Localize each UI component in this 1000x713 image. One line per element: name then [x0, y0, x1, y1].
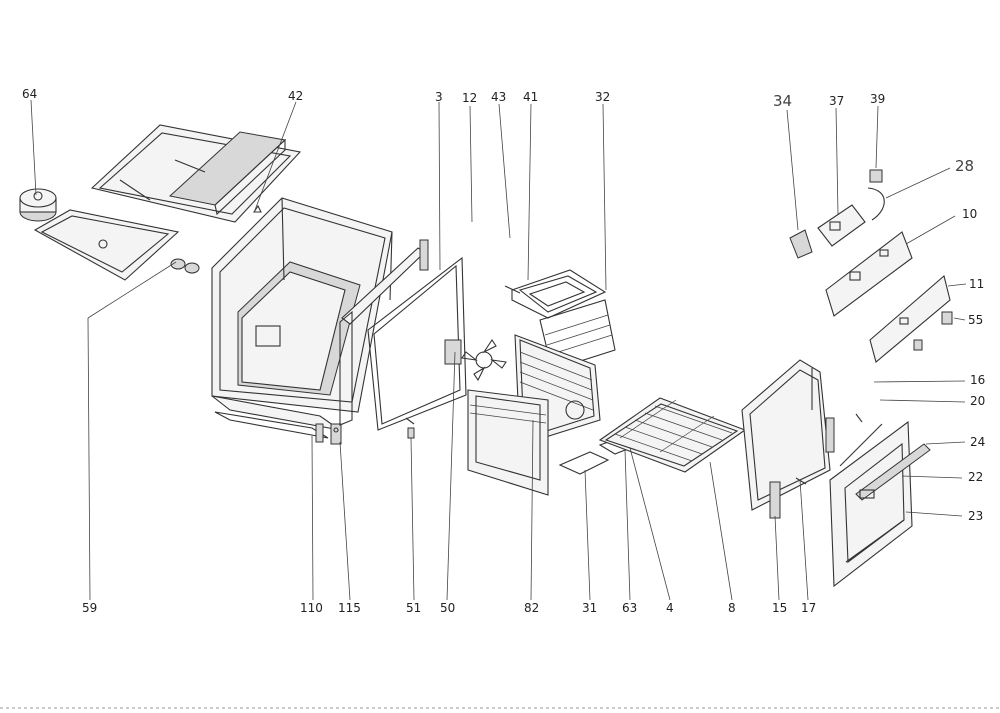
side-frame-3: [339, 239, 467, 431]
label-59: 59: [82, 601, 97, 615]
thermostat-39: [869, 169, 883, 183]
capillary-28: [867, 187, 885, 221]
convection-fan: [444, 339, 507, 382]
label-11: 11: [969, 277, 984, 291]
label-24: 24: [970, 435, 985, 449]
label-82: 82: [524, 601, 539, 615]
knob-base: [913, 339, 923, 351]
hob-tray-assembly: [90, 124, 302, 223]
label-110: 110: [300, 601, 323, 615]
label-15: 15: [772, 601, 787, 615]
label-50: 50: [440, 601, 455, 615]
label-4: 4: [666, 601, 674, 615]
heating-element: [504, 269, 607, 319]
switch-34: [789, 229, 813, 259]
door-hinge-15: [769, 481, 781, 519]
door-handle-24: [855, 443, 931, 501]
label-39: 39: [870, 92, 885, 106]
label-17: 17: [801, 601, 816, 615]
label-51: 51: [406, 601, 421, 615]
label-115: 115: [338, 601, 361, 615]
label-43: 43: [491, 90, 506, 104]
label-23: 23: [968, 509, 983, 523]
label-16: 16: [970, 373, 985, 387]
knob-55: [941, 311, 953, 325]
inner-door-glass: [741, 359, 831, 511]
label-31: 31: [582, 601, 597, 615]
label-37: 37: [829, 94, 844, 108]
label-55: 55: [968, 313, 983, 327]
tray-gasket-31: [558, 451, 610, 475]
label-42: 42: [288, 89, 303, 103]
label-41: 41: [523, 90, 538, 104]
fascia-11: [869, 274, 951, 363]
hinge-110: [315, 423, 324, 443]
control-board-37: [817, 204, 866, 247]
label-10: 10: [962, 207, 977, 221]
wire-rack: [598, 397, 747, 473]
gas-burner-cap: [19, 188, 57, 222]
screw-17: [795, 477, 807, 485]
label-34: 34: [773, 92, 792, 110]
screw-16: [855, 413, 863, 423]
hinge-115: [330, 423, 342, 445]
label-20: 20: [970, 394, 985, 408]
label-22: 22: [968, 470, 983, 484]
connector-tube: [170, 258, 200, 274]
burner-plate: [33, 209, 180, 281]
back-panel: [467, 389, 549, 496]
hinge-arm: [825, 417, 835, 453]
label-63: 63: [622, 601, 637, 615]
leader-lines: [30, 99, 967, 601]
label-3: 3: [435, 90, 443, 104]
label-32: 32: [595, 90, 610, 104]
control-plate-10: [825, 231, 913, 317]
screw-51: [405, 417, 415, 439]
door-gasket-20: [839, 423, 883, 467]
label-12: 12: [462, 91, 477, 105]
clip-42: [252, 204, 262, 213]
label-28: 28: [955, 157, 974, 175]
oven-carcass: [211, 197, 393, 413]
label-64: 64: [22, 87, 37, 101]
label-8: 8: [728, 601, 736, 615]
outer-door-panel: [829, 420, 913, 588]
